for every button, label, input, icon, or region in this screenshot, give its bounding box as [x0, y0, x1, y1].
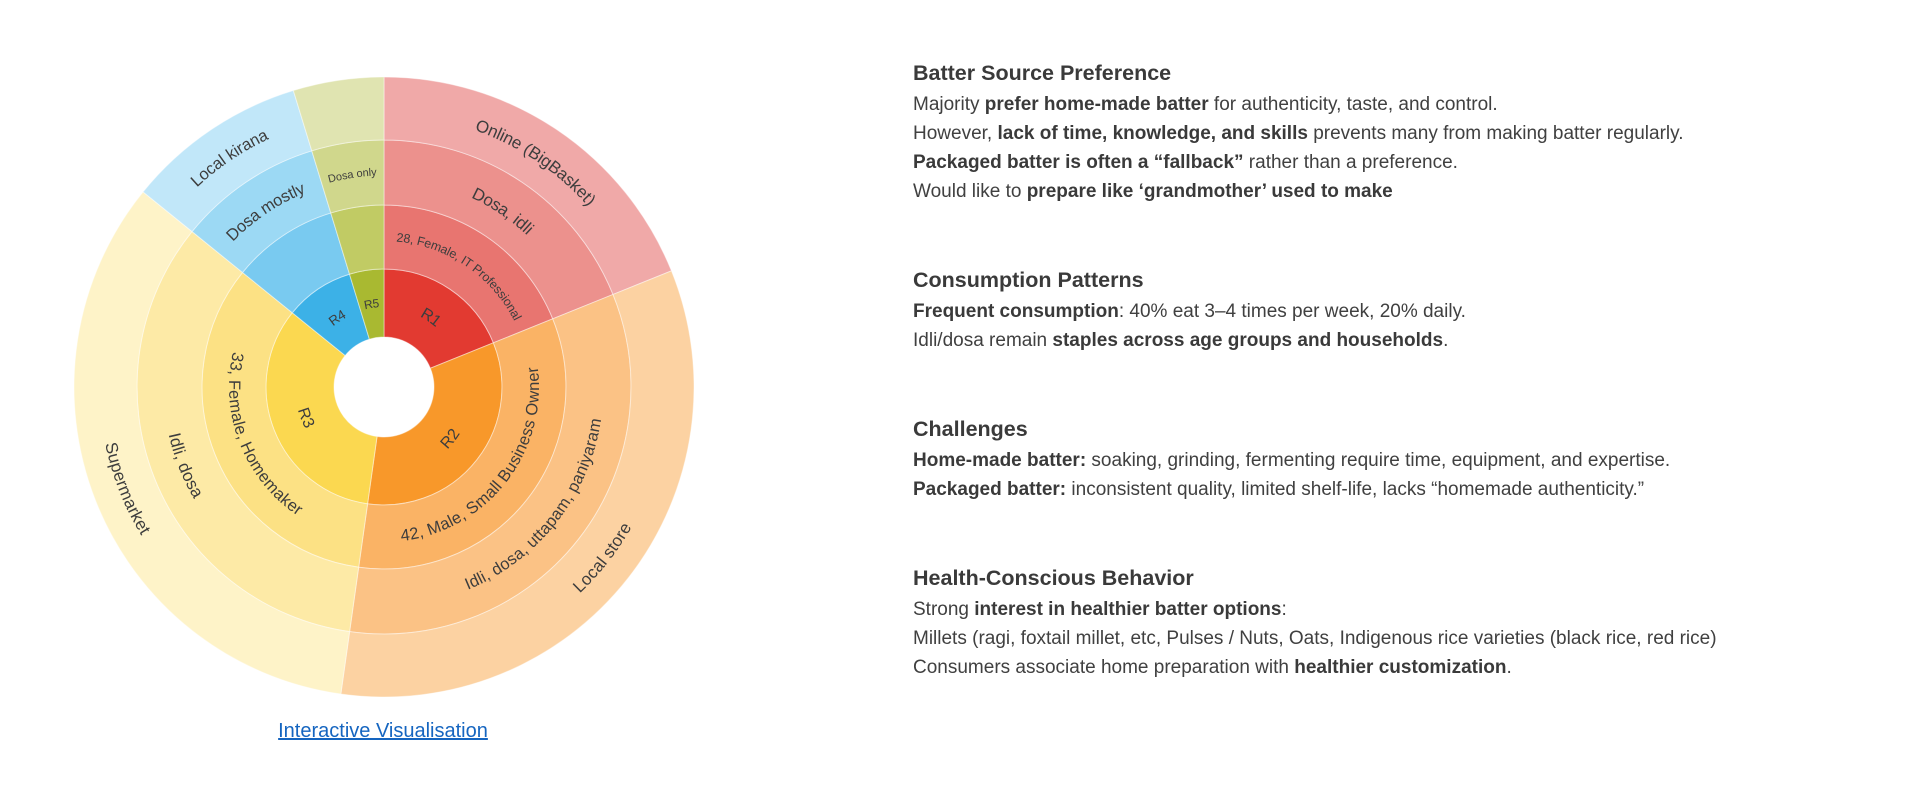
interactive-visualisation-link[interactable]: Interactive Visualisation	[278, 720, 488, 742]
sunburst-segment-R5-ring3[interactable]	[311, 139, 385, 214]
sunburst-segment-R1-ring4[interactable]	[383, 76, 673, 296]
sunburst-label: R5	[363, 296, 380, 312]
sunburst-segment-R4-ring3[interactable]	[191, 150, 332, 274]
insight-line: Home-made batter: soaking, grinding, fer…	[913, 450, 1671, 471]
sunburst-segment-R5-ring2[interactable]	[330, 204, 385, 275]
insight-line: Strong interest in healthier batter opti…	[913, 599, 1287, 620]
insight-line: Frequent consumption: 40% eat 3–4 times …	[913, 301, 1466, 322]
sunburst-segment-R1-ring1[interactable]	[383, 268, 495, 369]
sunburst-segment-R5-ring4[interactable]	[292, 76, 385, 152]
sunburst-segment-R3-ring2[interactable]	[201, 271, 369, 568]
sunburst-segment-R4-ring4[interactable]	[142, 89, 313, 233]
sunburst-segment-R3-ring3[interactable]	[136, 230, 360, 633]
sunburst-segment-R1-ring2[interactable]	[383, 204, 554, 344]
sunburst-segment-R2-ring4[interactable]	[340, 270, 695, 698]
sunburst-segment-R1-ring3[interactable]	[383, 139, 614, 320]
insight-line: Packaged batter is often a “fallback” ra…	[913, 152, 1458, 173]
insight-line: Would like to prepare like ‘grandmother’…	[913, 181, 1393, 202]
sunburst-segment-R5-ring1[interactable]	[348, 268, 385, 340]
insight-line: Packaged batter: inconsistent quality, l…	[913, 479, 1645, 500]
section-heading: Health-Conscious Behavior	[913, 566, 1194, 590]
insight-line: Millets (ragi, foxtail millet, etc, Puls…	[913, 628, 1717, 649]
section-heading: Batter Source Preference	[913, 61, 1172, 85]
insight-line: Majority prefer home-made batter for aut…	[913, 94, 1498, 115]
section-heading: Challenges	[913, 417, 1028, 441]
section-heading: Consumption Patterns	[913, 268, 1144, 292]
sunburst-segment-R3-ring4[interactable]	[73, 191, 351, 695]
insight-line: Consumers associate home preparation wit…	[913, 657, 1512, 678]
insight-line: However, lack of time, knowledge, and sk…	[913, 123, 1684, 144]
insight-line: Idli/dosa remain staples across age grou…	[913, 330, 1449, 351]
sunburst-label: R3	[294, 405, 317, 430]
sunburst-segment-R2-ring3[interactable]	[349, 293, 632, 635]
